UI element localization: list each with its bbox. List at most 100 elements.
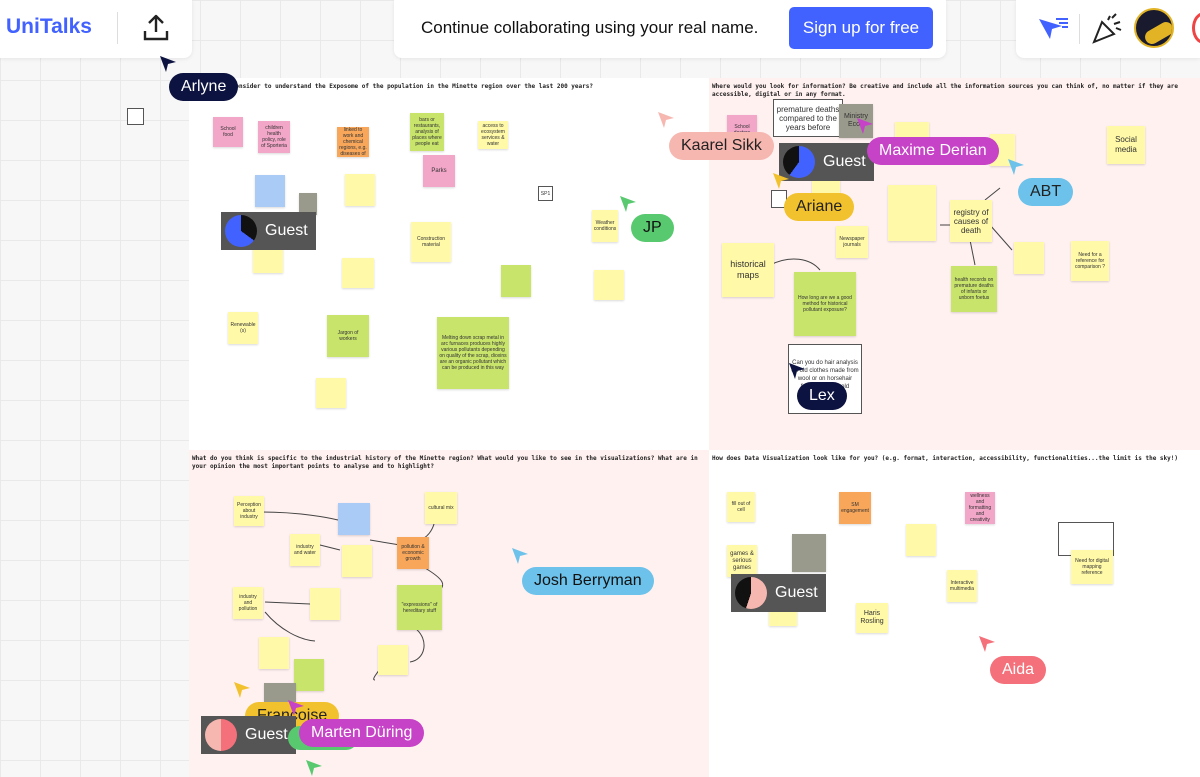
sticky-note[interactable]: industry and water	[290, 534, 320, 566]
cursor-arrow-icon	[789, 363, 805, 379]
cursor-label-josh: Josh Berryman	[522, 567, 654, 595]
sticky-note[interactable]	[342, 545, 372, 577]
cursor-label-lex: Lex	[797, 382, 847, 410]
guest-avatar-icon	[205, 719, 237, 751]
app-logo[interactable]: UniTalks	[6, 15, 92, 38]
cursor-label-aida: Aida	[990, 656, 1047, 684]
sticky-note[interactable]	[342, 258, 374, 288]
sticky-note[interactable]	[345, 174, 375, 206]
frame-q3-title: What do you think is specific to the ind…	[192, 455, 698, 470]
sticky-note[interactable]: pollution & economic growth	[397, 537, 429, 569]
sticky-note[interactable]: fill out of cell	[727, 492, 755, 522]
share-button[interactable]	[140, 12, 172, 44]
sticky-note[interactable]: registry of causes of death	[950, 200, 992, 242]
sticky-note[interactable]: premature deaths compared to the years b…	[773, 99, 843, 137]
guest-avatar-icon	[735, 577, 767, 609]
cursor-label-ariane: Ariane	[784, 193, 855, 221]
sticky-note[interactable]	[792, 534, 826, 572]
sticky-note[interactable]: Perception about industry	[234, 496, 264, 526]
sticky-note[interactable]	[1014, 242, 1044, 274]
top-toolbar-left	[0, 0, 192, 58]
sticky-note[interactable]	[888, 185, 936, 241]
sticky-note[interactable]	[378, 645, 408, 675]
frame-q1-title: …would you consider to understand the Ex…	[192, 83, 593, 90]
sticky-note[interactable]: cultural mix	[425, 492, 457, 524]
reactions-button[interactable]	[1090, 12, 1124, 51]
guest-avatar-icon	[225, 215, 257, 247]
toolbar-divider	[117, 12, 118, 44]
cursor-filter-icon	[1039, 18, 1068, 39]
cursor-arrow-icon	[512, 548, 528, 564]
sticky-note[interactable]: Construction material	[411, 222, 451, 262]
guest-cursor-label: Guest	[731, 574, 826, 612]
guest-cursor-label: Guest	[201, 716, 296, 754]
guest-cursor-label: Guest	[221, 212, 316, 250]
frame-q4-title: How does Data Visualization look like fo…	[712, 455, 1178, 462]
guest-label-text: Guest	[265, 222, 308, 239]
sticky-note[interactable]: Weather conditions	[592, 210, 618, 242]
cursor-label-marten: Marten Düring	[299, 719, 425, 747]
sticky-note[interactable]	[906, 524, 936, 556]
cursor-arrow-icon	[160, 56, 176, 72]
sticky-note[interactable]: Interactive multimedia	[947, 570, 977, 602]
sticky-note[interactable]: Parks	[423, 155, 455, 187]
banner-text: Continue collaborating using your real n…	[421, 18, 759, 37]
cursor-arrow-icon	[620, 196, 636, 212]
cursor-arrow-icon	[1008, 159, 1024, 175]
pointer-filter-button[interactable]	[1036, 14, 1070, 49]
toolbar-divider-right	[1079, 14, 1080, 44]
cursor-arrow-icon	[773, 173, 789, 189]
sticky-note[interactable]	[259, 637, 289, 669]
sticky-note[interactable]: industry and pollution	[233, 587, 263, 619]
sticky-note[interactable]: Melting down scrap metal in arc furnaces…	[437, 317, 509, 389]
sign-up-button[interactable]: Sign up for free	[789, 7, 933, 49]
cursor-arrow-icon	[234, 682, 250, 698]
user-avatar[interactable]	[1134, 8, 1174, 48]
sticky-note[interactable]: Renewable (s)	[228, 312, 258, 344]
sticky-note[interactable]	[338, 503, 370, 535]
sticky-note[interactable]	[501, 265, 531, 297]
small-shape[interactable]	[127, 108, 144, 125]
cursor-label-jp: JP	[631, 214, 674, 242]
cursor-label-kaarel: Kaarel Sikk	[669, 132, 774, 160]
cursor-label-abt: ABT	[1018, 178, 1074, 206]
sticky-note[interactable]: Haris Rosling	[856, 603, 888, 633]
sticky-note[interactable]: School food	[213, 117, 243, 147]
sticky-note[interactable]	[255, 175, 285, 207]
sticky-note[interactable]: health records on premature deaths of in…	[951, 266, 997, 312]
sticky-note[interactable]: historical maps	[722, 243, 774, 297]
cursor-label-arlyne: Arlyne	[169, 73, 239, 101]
cursor-arrow-icon	[857, 118, 873, 134]
guest-label-text: Guest	[245, 726, 288, 743]
cursor-label-maxime: Maxime Derian	[867, 137, 999, 165]
cursor-arrow-icon	[658, 112, 674, 128]
guest-label-text: Guest	[775, 584, 818, 601]
guest-avatar-icon	[783, 146, 815, 178]
guest-cursor-label: Guest	[779, 143, 874, 181]
sticky-note[interactable]: SM engagement	[839, 492, 871, 524]
sticky-note[interactable]	[294, 659, 324, 691]
sticky-note[interactable]	[310, 588, 340, 620]
sticky-note[interactable]: Need for a reference for comparison ?	[1071, 241, 1109, 281]
sticky-note[interactable]	[316, 378, 346, 408]
sticky-note[interactable]: illness linked to work and chemical regi…	[337, 127, 369, 157]
sticky-note[interactable]	[299, 193, 317, 215]
sticky-note[interactable]: Jargon of workers	[327, 315, 369, 357]
sticky-note[interactable]: Need for digital mapping reference	[1071, 550, 1113, 584]
sticky-note[interactable]: wellness and formatting and creativity	[965, 492, 995, 524]
sticky-note[interactable]: children health policy, role of Sporteri…	[258, 121, 290, 153]
upload-icon	[143, 14, 169, 41]
sticky-note[interactable]: Ministry Econ	[839, 104, 873, 138]
sticky-note[interactable]: SP1	[538, 186, 553, 201]
sticky-note[interactable]: "expressions" of hereditary stuff	[397, 585, 442, 630]
sticky-note[interactable]	[594, 270, 624, 300]
cursor-arrow-icon	[288, 700, 304, 716]
sticky-note[interactable]: Newspaper journals	[836, 226, 868, 258]
sticky-note[interactable]: games & serious games	[727, 545, 757, 577]
party-popper-icon	[1092, 13, 1122, 44]
sticky-note[interactable]: How long are we a good method for histor…	[794, 272, 856, 336]
sticky-note[interactable]: access to ecosystem services & water	[478, 121, 508, 149]
sticky-note[interactable]: Social media	[1107, 126, 1145, 164]
cursor-arrow-icon	[979, 636, 995, 652]
sticky-note[interactable]: bars or restaurants, analysis of places …	[410, 113, 444, 151]
